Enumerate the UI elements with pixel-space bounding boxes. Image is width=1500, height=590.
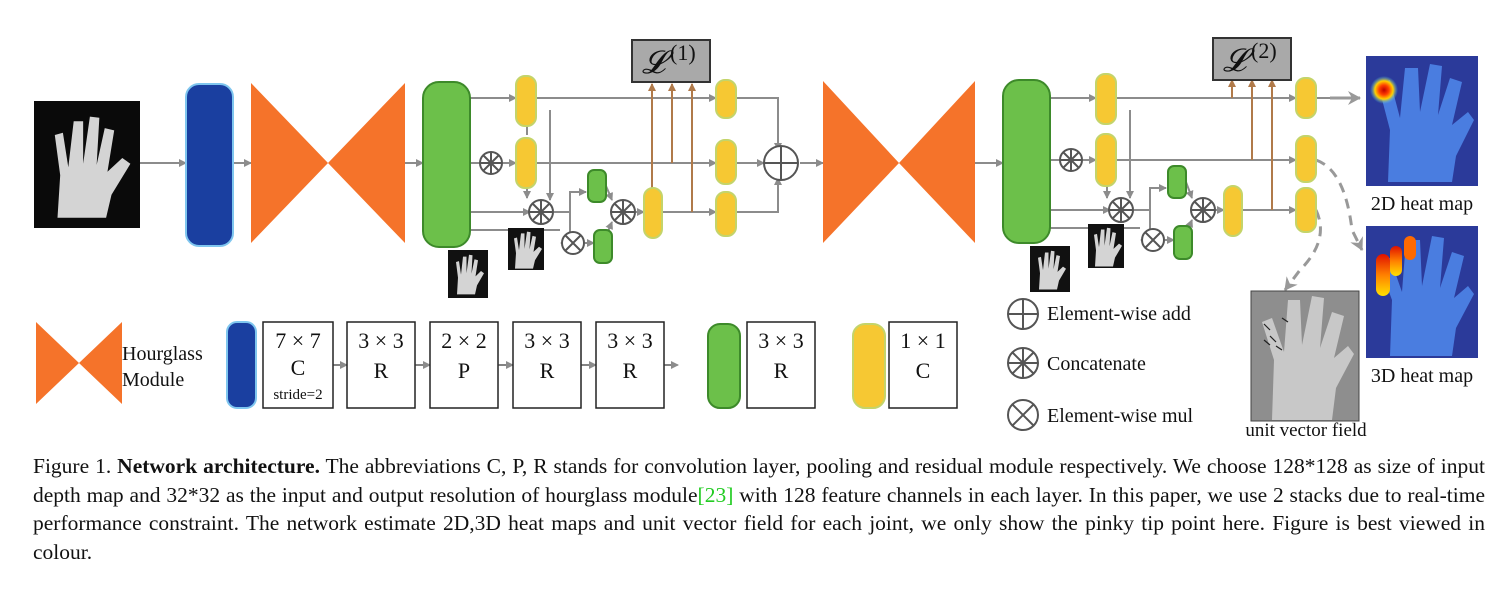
layer-size-2: 2 × 2	[441, 328, 486, 353]
yellow-blocks-stack-2	[1095, 73, 1317, 237]
unit-vector-field-image: unit vector field	[1245, 290, 1367, 441]
hourglass-label-1: Hourglass	[122, 343, 203, 365]
output-arrows	[1283, 91, 1364, 291]
legend-green-block: 3 × 3 R	[707, 321, 816, 409]
legend-blue-block: 7 × 7 C stride=2 3 × 3 R 2 × 2 P 3 × 3 R…	[226, 321, 679, 409]
mask-image-2	[508, 228, 544, 270]
caption-label: Figure 1.	[33, 454, 112, 478]
layer-size-1: 3 × 3	[358, 328, 403, 353]
yellow-blocks-stack-1	[515, 75, 737, 239]
legend-ops	[1007, 298, 1039, 431]
layer-size-0: 7 × 7	[275, 328, 320, 353]
mask-image-4	[1088, 224, 1124, 268]
concat-op-2	[1059, 148, 1083, 172]
legend-concat-label: Concatenate	[1047, 353, 1146, 375]
heatmap-3d-label: 3D heat map	[1371, 365, 1473, 387]
loss-box-2: 𝓛 (2)	[1212, 37, 1292, 81]
green-small-blocks-stack-1	[587, 169, 613, 264]
hourglass-label-2: Module	[122, 369, 184, 391]
heatmap-2d-label: 2D heat map	[1371, 193, 1473, 215]
loss-box-1: 𝓛 (1)	[631, 39, 711, 83]
mask-image-1	[448, 250, 488, 298]
legend-add-label: Element-wise add	[1047, 303, 1191, 325]
legend-hourglass: Hourglass Module	[36, 322, 203, 404]
citation-link[interactable]: [23]	[697, 482, 734, 507]
ops-stack-1	[528, 145, 799, 255]
legend-yellow-block: 1 × 1 C	[852, 321, 958, 409]
mask-image-3	[1030, 246, 1070, 292]
layer-type-3: R	[540, 358, 555, 383]
residual-block-green-2	[1002, 79, 1051, 244]
figure-caption: Figure 1. Network architecture. The abbr…	[33, 452, 1485, 566]
hourglass-module-2	[823, 81, 975, 243]
loss-arrows	[648, 79, 1276, 212]
green-layer-size: 3 × 3	[758, 328, 803, 353]
green-small-blocks-stack-2	[1167, 165, 1193, 260]
heatmap-3d-image: 3D heat map	[1366, 226, 1478, 387]
layer-type-4: R	[623, 358, 638, 383]
unit-vector-label: unit vector field	[1245, 420, 1367, 441]
layer-type-2: P	[458, 358, 470, 383]
input-depth-image	[34, 101, 140, 228]
loss-sup-1: (1)	[670, 40, 696, 65]
conv-block-blue	[185, 83, 234, 247]
caption-text-1: The abbreviations C, P, R stands for con…	[33, 454, 1486, 507]
residual-block-green-1	[422, 81, 471, 248]
layer-stride-0: stride=2	[273, 387, 322, 403]
caption-text-2: with 128 feature channels in each layer.…	[33, 482, 1486, 564]
legend-mul-label: Element-wise mul	[1047, 405, 1194, 427]
green-layer-type: R	[774, 358, 789, 383]
hourglass-module-1	[251, 83, 405, 243]
yellow-layer-type: C	[916, 358, 931, 383]
layer-type-1: R	[374, 358, 389, 383]
yellow-layer-size: 1 × 1	[900, 328, 945, 353]
ops-stack-2	[1108, 197, 1216, 252]
layer-size-4: 3 × 3	[607, 328, 652, 353]
loss-sup-2: (2)	[1251, 38, 1277, 63]
concat-op	[479, 151, 503, 175]
heatmap-2d-image: 2D heat map	[1366, 56, 1478, 215]
architecture-diagram: 𝓛 (1) 𝓛 (2)	[34, 37, 1478, 441]
layer-type-0: C	[291, 355, 306, 380]
caption-title: Network architecture.	[117, 454, 320, 478]
layer-size-3: 3 × 3	[524, 328, 569, 353]
